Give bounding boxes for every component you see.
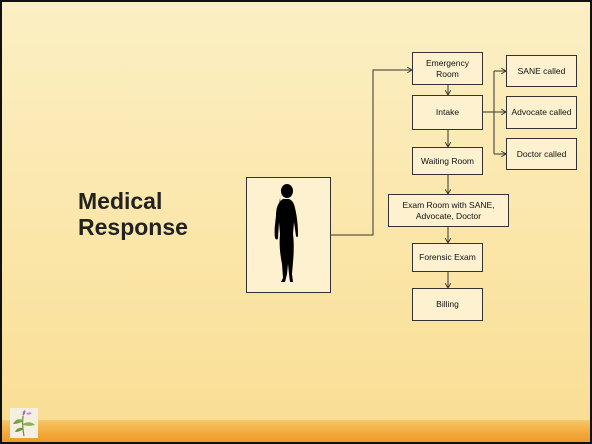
box-billing: Billing bbox=[412, 288, 483, 321]
label-waiting-room: Waiting Room bbox=[420, 155, 475, 166]
box-advocate-called: Advocate called bbox=[506, 96, 577, 129]
figure-frame bbox=[246, 177, 331, 293]
label-sane-called: SANE called bbox=[517, 65, 566, 76]
label-exam-room: Exam Room with SANE, Advocate, Doctor bbox=[402, 199, 495, 221]
footer-band bbox=[2, 420, 590, 442]
label-emergency-room: Emergency Room bbox=[426, 57, 469, 79]
label-advocate-called: Advocate called bbox=[511, 107, 572, 117]
box-doctor-called: Doctor called bbox=[506, 138, 577, 170]
slide-title: Medical Response bbox=[78, 188, 228, 240]
slide-title-line1: Medical bbox=[78, 188, 163, 214]
label-intake: Intake bbox=[435, 107, 460, 117]
box-forensic-exam: Forensic Exam bbox=[412, 243, 483, 272]
box-waiting-room: Waiting Room bbox=[412, 147, 483, 175]
slide-title-line2: Response bbox=[78, 214, 188, 240]
box-emergency-room: Emergency Room bbox=[412, 52, 483, 85]
box-sane-called: SANE called bbox=[506, 55, 577, 87]
box-intake: Intake bbox=[412, 95, 483, 130]
connector-figure-to-er bbox=[331, 70, 412, 236]
label-doctor-called: Doctor called bbox=[516, 148, 567, 159]
label-billing: Billing bbox=[436, 299, 459, 309]
box-exam-room: Exam Room with SANE, Advocate, Doctor bbox=[388, 194, 509, 227]
woman-silhouette-icon bbox=[274, 184, 298, 282]
plant-logo-icon bbox=[10, 408, 38, 438]
label-forensic-exam: Forensic Exam bbox=[419, 252, 476, 262]
